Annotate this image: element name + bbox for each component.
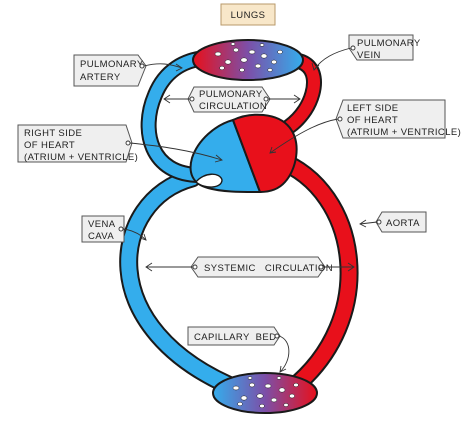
right-side-text-2: OF HEART bbox=[24, 140, 75, 151]
right-side-text-1: RIGHT SIDE bbox=[24, 128, 82, 139]
left-side-text-3: (ATRIUM + VENTRICLE) bbox=[347, 127, 461, 138]
heart-left-side bbox=[231, 113, 298, 194]
left-side-text-1: LEFT SIDE bbox=[347, 103, 398, 114]
label-pulmonary-circulation: PULMONARY CIRCULATION bbox=[163, 86, 301, 113]
label-pulmonary-artery: PULMONARY ARTERY bbox=[73, 54, 183, 87]
label-systemic-circulation: SYSTEMIC CIRCULATION bbox=[145, 256, 355, 278]
heart bbox=[189, 113, 298, 194]
lungs-text: LUNGS bbox=[231, 10, 266, 21]
aorta-text: AORTA bbox=[386, 218, 420, 229]
pulmonary-vein-text-2: VEIN bbox=[357, 50, 381, 61]
lung-capillary-bed bbox=[192, 39, 304, 81]
vena-cava-text-2: CAVA bbox=[88, 231, 114, 242]
capillary-bed-text: CAPILLARY BED bbox=[194, 332, 276, 343]
lung-capillary-pores bbox=[214, 42, 283, 73]
pulmonary-artery-text-1: PULMONARY bbox=[80, 59, 144, 70]
body-capillary-pores bbox=[232, 376, 299, 409]
pulmonary-circulation-text-2: CIRCULATION bbox=[199, 101, 267, 112]
label-left-side-heart: LEFT SIDE OF HEART (ATRIUM + VENTRICLE) bbox=[269, 99, 461, 154]
label-aorta: AORTA bbox=[359, 211, 427, 233]
label-vena-cava: VENA CAVA bbox=[81, 215, 147, 243]
pulmonary-artery-text-2: ARTERY bbox=[80, 72, 121, 83]
systemic-circulation-text: SYSTEMIC CIRCULATION bbox=[204, 263, 333, 274]
label-right-side-heart: RIGHT SIDE OF HEART (ATRIUM + VENTRICLE) bbox=[17, 124, 223, 163]
label-lungs: LUNGS bbox=[220, 3, 276, 26]
pulmonary-circulation-text-1: PULMONARY bbox=[199, 89, 263, 100]
pulmonary-vein-text-1: PULMONARY bbox=[357, 38, 421, 49]
right-side-text-3: (ATRIUM + VENTRICLE) bbox=[24, 152, 138, 163]
vena-cava-text-1: VENA bbox=[88, 219, 116, 230]
body-capillary-bed bbox=[212, 372, 318, 414]
label-capillary-bed: CAPILLARY BED bbox=[187, 326, 290, 373]
left-side-text-2: OF HEART bbox=[347, 115, 398, 126]
label-pulmonary-vein: PULMONARY VEIN bbox=[311, 34, 421, 71]
